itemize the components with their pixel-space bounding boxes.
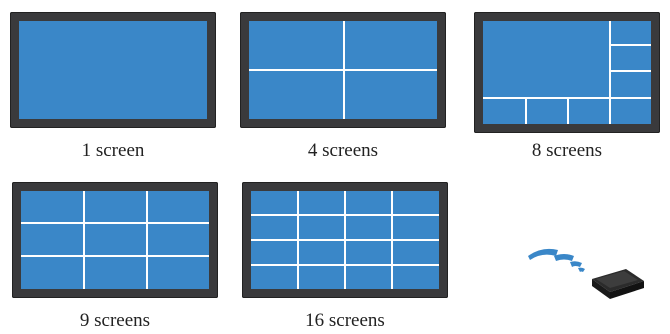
- divider-vertical: [609, 97, 611, 124]
- divider-vertical: [146, 191, 148, 289]
- signal-wave-icon: [570, 261, 582, 267]
- screen-area: [249, 21, 437, 119]
- screen-area: [19, 21, 207, 119]
- divider-vertical: [525, 97, 527, 124]
- divider-horizontal: [251, 214, 439, 216]
- caption-16-screens: 16 screens: [305, 310, 385, 331]
- screen-area: [251, 191, 439, 289]
- divider-vertical: [609, 21, 611, 97]
- divider-horizontal: [21, 255, 209, 257]
- monitor-9-screens: [12, 182, 218, 298]
- caption-1-screen: 1 screen: [81, 140, 145, 161]
- divider-horizontal: [251, 264, 439, 266]
- divider-horizontal: [609, 70, 651, 72]
- signal-wave-icon: [554, 254, 574, 261]
- monitor-4-screens: [240, 12, 446, 128]
- signal-wave-icon: [528, 248, 558, 260]
- caption-4-screens: 4 screens: [307, 140, 379, 161]
- divider-horizontal: [249, 69, 437, 71]
- caption-8-screens: 8 screens: [531, 140, 603, 161]
- divider-vertical: [567, 97, 569, 124]
- monitor-16-screens: [242, 182, 448, 298]
- divider-vertical: [83, 191, 85, 289]
- remote-control-icon: [528, 248, 644, 299]
- screen-area: [483, 21, 651, 124]
- divider-horizontal: [251, 239, 439, 241]
- screen-area: [21, 191, 209, 289]
- signal-wave-icon: [578, 267, 585, 272]
- divider-horizontal: [609, 44, 651, 46]
- caption-9-screens: 9 screens: [79, 310, 151, 331]
- divider-horizontal: [21, 222, 209, 224]
- monitor-8-screens: [474, 12, 660, 133]
- monitor-1-screen: [10, 12, 216, 128]
